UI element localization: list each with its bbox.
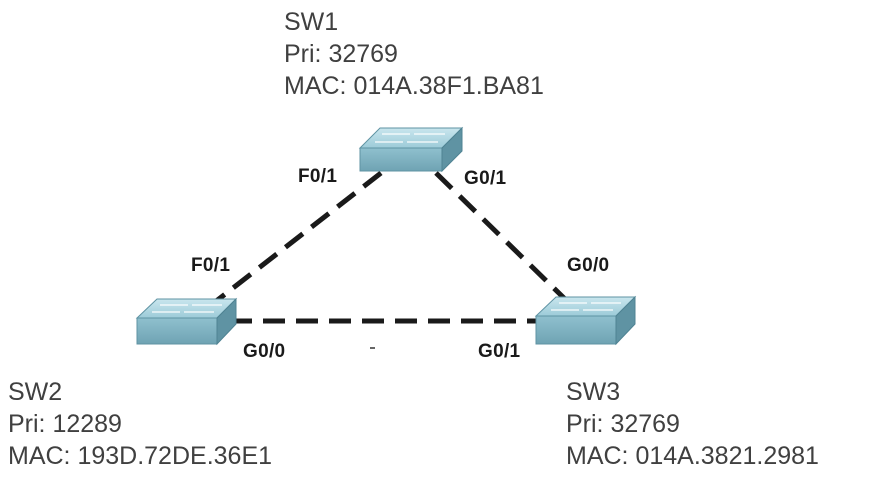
sw3-info: SW3 Pri: 32769 MAC: 014A.3821.2981 [566, 376, 819, 472]
port-label-sw2-f01: F0/1 [191, 255, 231, 276]
port-label-sw1-g01: G0/1 [464, 168, 507, 189]
port-label-sw3-g00: G0/0 [567, 255, 610, 276]
sw2-name: SW2 [8, 378, 63, 406]
sw2-switch-icon[interactable] [135, 297, 238, 346]
link-sw1-sw3 [434, 171, 568, 302]
sw1-info: SW1 Pri: 32769 MAC: 014A.38F1.BA81 [284, 6, 544, 102]
link-sw1-sw2 [213, 171, 383, 304]
sw1-mac: MAC: 014A.38F1.BA81 [284, 72, 544, 100]
sw3-priority: Pri: 32769 [566, 410, 680, 438]
sw1-switch-icon[interactable] [358, 126, 464, 173]
port-label-sw3-g01: G0/1 [478, 341, 521, 362]
port-label-sw1-f01: F0/1 [298, 166, 338, 187]
sw1-name: SW1 [284, 8, 339, 36]
sw3-name: SW3 [566, 378, 621, 406]
sw3-mac: MAC: 014A.3821.2981 [566, 442, 819, 470]
sw3-switch-icon[interactable] [534, 295, 637, 346]
sw2-info: SW2 Pri: 12289 MAC: 193D.72DE.36E1 [8, 376, 272, 472]
sw2-priority: Pri: 12289 [8, 410, 122, 438]
port-label-sw2-g00: G0/0 [243, 341, 286, 362]
sw2-mac: MAC: 193D.72DE.36E1 [8, 442, 273, 470]
sw1-priority: Pri: 32769 [284, 40, 398, 68]
